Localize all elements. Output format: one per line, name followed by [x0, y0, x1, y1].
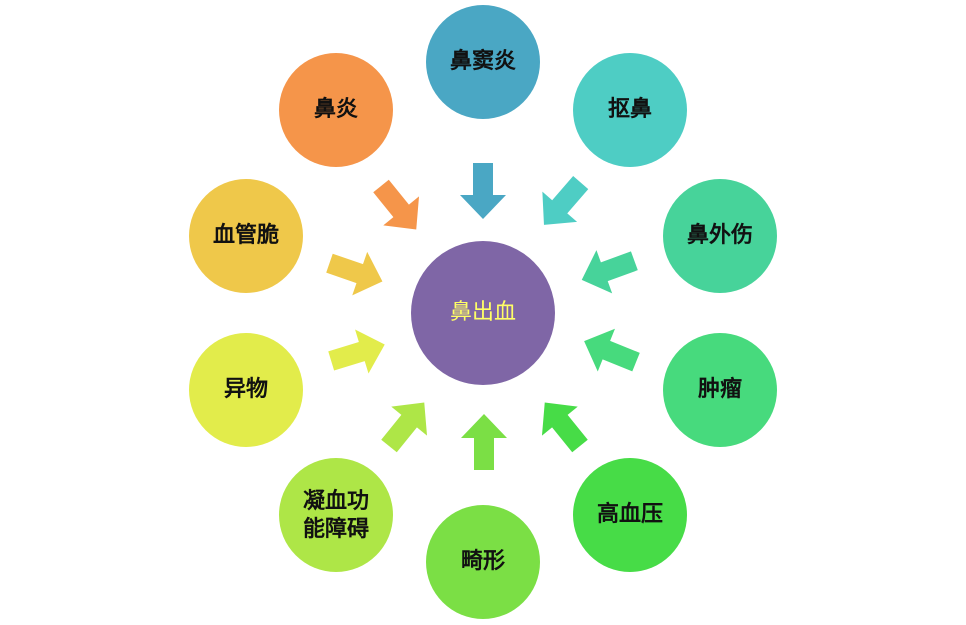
cause-node-4: 肿瘤 [663, 333, 777, 447]
cause-label-6: 畸形 [461, 549, 505, 574]
cause-label-5: 高血压 [597, 501, 663, 527]
arrow-5 [541, 402, 588, 453]
cause-circle-9 [189, 179, 303, 293]
cause-label-8: 异物 [224, 376, 268, 402]
cause-node-5: 高血压 [573, 458, 687, 572]
cause-node-2: 抠鼻 [573, 53, 687, 167]
cause-node-8: 异物 [189, 333, 303, 447]
cause-circle-1 [426, 5, 540, 119]
arrow-9 [326, 251, 383, 296]
cause-circle-8 [189, 333, 303, 447]
cause-circle-7 [279, 458, 393, 572]
cause-node-9: 血管脆 [189, 179, 303, 293]
cause-label-3: 鼻外伤 [687, 222, 753, 248]
arrow-6 [461, 414, 507, 470]
cause-node-3: 鼻外伤 [663, 179, 777, 293]
center-circle [411, 241, 555, 385]
arrow-7 [381, 402, 428, 453]
cause-node-10: 鼻炎 [279, 53, 393, 167]
arrow-8 [328, 329, 385, 374]
arrow-4 [584, 328, 640, 372]
cause-circle-5 [573, 458, 687, 572]
cause-label-line-7-2: 能障碍 [303, 516, 369, 542]
center-node: 鼻出血 [411, 241, 555, 385]
cause-circle-4 [663, 333, 777, 447]
arrow-1 [460, 163, 506, 219]
cause-label-1: 鼻窦炎 [450, 48, 516, 74]
cause-node-6: 畸形 [426, 505, 540, 619]
cause-label-4: 肿瘤 [698, 376, 742, 402]
cause-label-10: 鼻炎 [314, 96, 358, 122]
cause-circle-6 [426, 505, 540, 619]
arrow-10 [373, 179, 420, 230]
cause-circle-10 [279, 53, 393, 167]
cause-label-2: 抠鼻 [608, 96, 652, 122]
arrow-3 [581, 250, 638, 294]
cause-label-9: 血管脆 [213, 222, 279, 248]
cause-circle-2 [573, 53, 687, 167]
cause-label-line-7-1: 凝血功 [303, 488, 369, 514]
center-label: 鼻出血 [450, 300, 516, 325]
cause-circle-3 [663, 179, 777, 293]
cause-node-1: 鼻窦炎 [426, 5, 540, 119]
arrow-2 [542, 176, 589, 225]
